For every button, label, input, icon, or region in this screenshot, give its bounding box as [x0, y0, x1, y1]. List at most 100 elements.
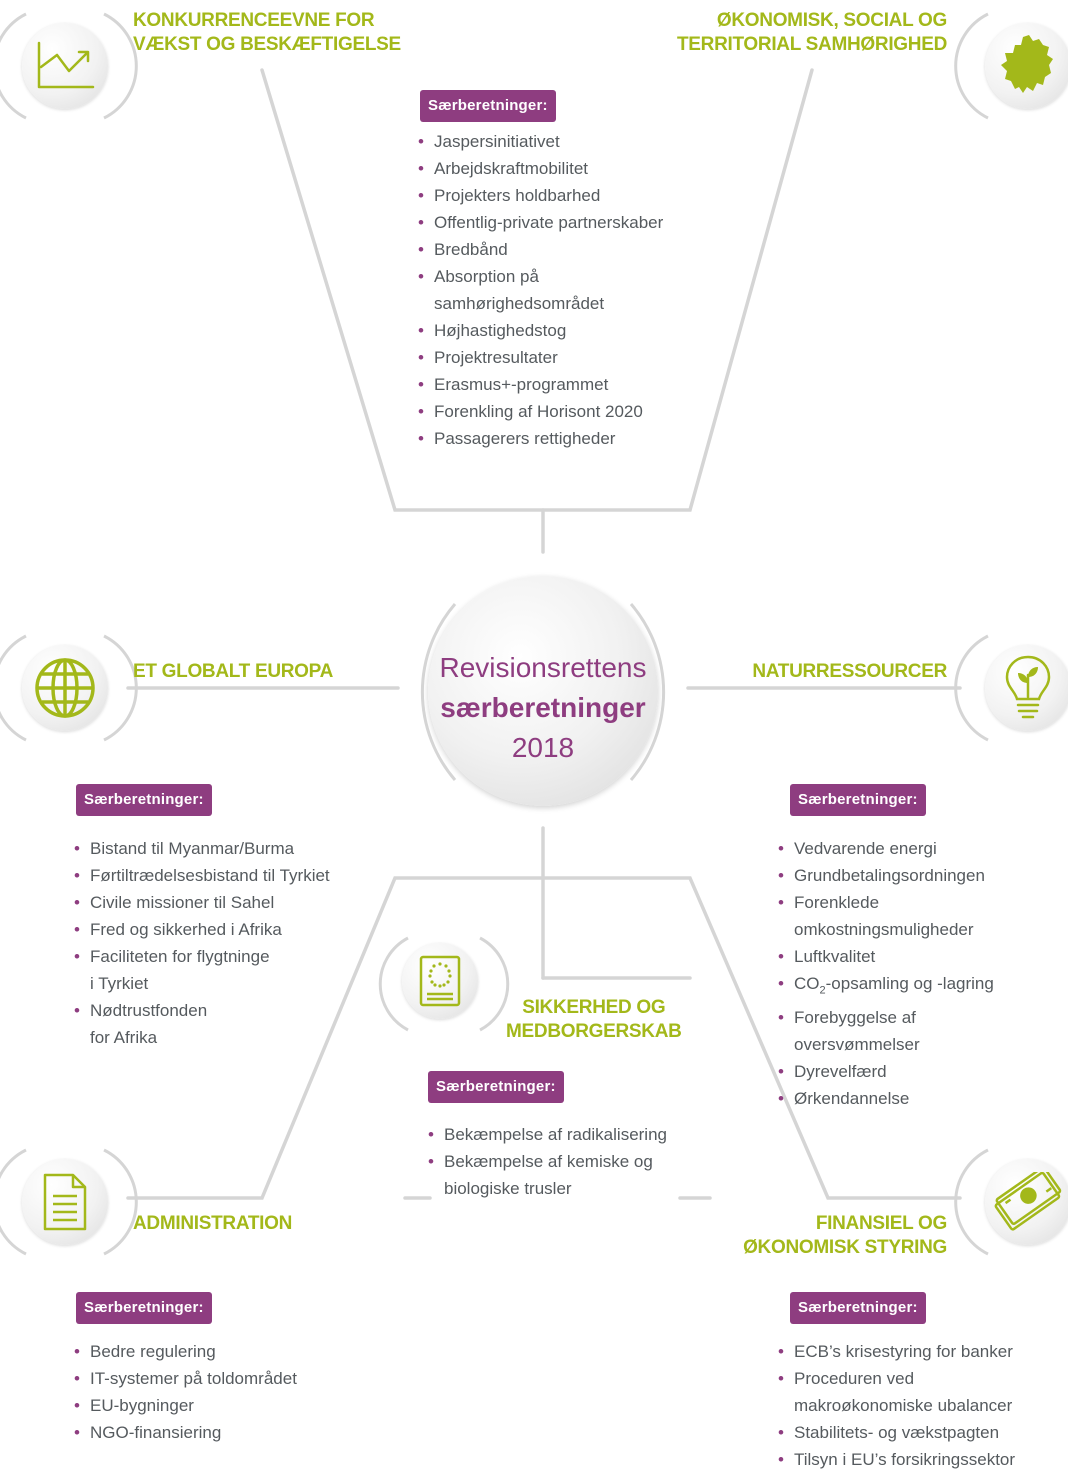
list-item: Offentlig-private partnerskaber [418, 209, 663, 236]
trend-chart-icon [22, 23, 108, 109]
icon-arc-bl2 [103, 1148, 138, 1256]
list-item: Jaspersinitiativet [418, 128, 663, 155]
cohesion-heading-line1: ØKONOMISK, SOCIAL OG [716, 10, 947, 31]
list-item: Bedre regulering [74, 1338, 297, 1365]
competitiveness-heading-line2: VÆKST OG BESKÆFTIGELSE [133, 34, 401, 55]
list-item-line: Forenklede [794, 893, 880, 912]
list-item: Førtiltrædelsesbistand til Tyrkiet [74, 862, 330, 889]
list-item: Luftkvalitet [778, 943, 994, 970]
list-item-line: biologiske trusler [444, 1179, 572, 1198]
list-item-line: oversvømmelser [794, 1035, 920, 1055]
list-item: Forenklede omkostningsmuligheder [778, 889, 994, 943]
security-reports-badge: Særberetninger: [428, 1071, 564, 1103]
trend-chart-icon-graphic [37, 41, 95, 89]
list-item: Tilsyn i EU’s forsikringssektor [778, 1446, 1015, 1473]
passport-icon [402, 943, 478, 1019]
globe-icon [22, 645, 108, 731]
icon-arc-bl [0, 1148, 27, 1256]
icon-arc-ml2 [103, 634, 138, 742]
global-heading: ET GLOBALT EUROPA [133, 661, 334, 682]
lightbulb-plant-icon [985, 645, 1068, 731]
list-item-line: Nødtrustfonden [90, 1001, 208, 1020]
globe-icon-graphic [35, 658, 95, 718]
list-item: Bistand til Myanmar/Burma [74, 835, 330, 862]
natural-reports-badge: Særberetninger: [790, 784, 926, 816]
list-item: Grundbetalingsordningen [778, 862, 994, 889]
cohesion-heading: ØKONOMISK, SOCIAL OG TERRITORIAL SAMHØRI… [677, 9, 947, 57]
icon-arc-ml [0, 634, 27, 742]
list-item: IT-systemer på toldområdet [74, 1365, 297, 1392]
list-item: ECB’s krisestyring for banker [778, 1338, 1015, 1365]
icon-arc-tl2 [103, 12, 138, 120]
list-item-line: Forebyggelse af [794, 1008, 916, 1028]
list-item: NGO-finansiering [74, 1419, 297, 1446]
banknotes-icon-graphic [994, 1172, 1062, 1231]
list-item: Arbejdskraftmobilitet [418, 155, 663, 182]
list-item: Dyrevelfærd [778, 1058, 994, 1085]
financial-reports-badge: Særberetninger: [790, 1292, 926, 1324]
document-icon [22, 1159, 108, 1245]
banknotes-icon [985, 1159, 1068, 1245]
administration-reports-badge: Særberetninger: [76, 1292, 212, 1324]
list-item: CO2-opsamling og -lagring [778, 970, 994, 1004]
list-item-line: Absorption på [434, 267, 539, 286]
center-title: Revisionsrettens særberetninger 2018 [428, 648, 658, 768]
list-item-line: for Afrika [90, 1028, 158, 1047]
list-item: EU-bygninger [74, 1392, 297, 1419]
competitiveness-heading: KONKURRENCEEVNE FOR VÆKST OG BESKÆFTIGEL… [133, 9, 401, 57]
document-icon-graphic [43, 1173, 87, 1231]
cohesion-heading-line2: TERRITORIAL SAMHØRIGHED [676, 34, 947, 55]
center-arc-right [629, 603, 666, 781]
list-item-line: makroøkonomiske ubalancer [794, 1396, 1013, 1415]
list-item: Fred og sikkerhed i Afrika [74, 916, 330, 943]
administration-heading: ADMINISTRATION [133, 1213, 293, 1234]
natural-reports-list: Vedvarende energi Grundbetalingsordninge… [778, 835, 994, 1112]
center-arc-left [420, 603, 457, 781]
list-item: Projektresultater [418, 344, 663, 371]
competitiveness-heading-line1: KONKURRENCEEVNE FOR [133, 10, 375, 31]
list-item-text: CO [794, 974, 820, 993]
bottom-frame-line [126, 876, 962, 1200]
center-title-line3: 2018 [511, 732, 575, 763]
list-item: Forebyggelse af oversvømmelser [778, 1004, 994, 1058]
passport-icon-graphic [419, 955, 461, 1007]
global-reports-badge: Særberetninger: [76, 784, 212, 816]
list-item-line: Faciliteten for flygtninge [90, 947, 270, 966]
financial-heading-line2: ØKONOMISK STYRING [743, 1237, 947, 1258]
icon-arc-sec [378, 936, 409, 1032]
financial-heading: FINANSIEL OG ØKONOMISK STYRING [743, 1212, 947, 1260]
icon-arc-tl [0, 12, 27, 120]
security-heading-line2: MEDBORGERSKAB [506, 1021, 682, 1042]
security-reports-list: Bekæmpelse af radikalisering Bekæmpelse … [428, 1121, 667, 1202]
list-item-line: omkostningsmuligheder [794, 920, 974, 939]
natural-heading: NATURRESSOURCER [752, 661, 947, 682]
financial-heading-line1: FINANSIEL OG [815, 1213, 947, 1234]
list-item: Projekters holdbarhed [418, 182, 663, 209]
center-circle: Revisionsrettens særberetninger 2018 [428, 576, 658, 806]
lightbulb-plant-icon-graphic [1005, 655, 1051, 719]
icon-arc-tr [954, 12, 989, 120]
icon-arc-mr [954, 634, 989, 742]
list-item-line: i Tyrkiet [90, 974, 149, 993]
list-item: Stabilitets- og vækstpagten [778, 1419, 1015, 1446]
icon-arc-br [954, 1148, 989, 1256]
list-item-line: Bekæmpelse af kemiske og [444, 1152, 653, 1171]
list-item: Bekæmpelse af radikalisering [428, 1121, 667, 1148]
icon-arc-sec2 [479, 936, 510, 1032]
list-item-line: Proceduren ved [794, 1369, 915, 1388]
list-item: Faciliteten for flygtninge i Tyrkiet [74, 943, 330, 997]
list-item: Vedvarende energi [778, 835, 994, 862]
list-item: Ørkendannelse [778, 1085, 994, 1112]
list-item: Forenkling af Horisont 2020 [418, 398, 663, 425]
europe-map-icon [985, 23, 1068, 109]
list-item: Højhastighedstog [418, 317, 663, 344]
security-heading-line1: SIKKERHED OG [522, 997, 666, 1018]
list-item: Proceduren ved makroøkonomiske ubalancer [778, 1365, 1015, 1419]
list-item: Bekæmpelse af kemiske og biologiske trusl… [428, 1148, 667, 1202]
list-item-text: -opsamling og -lagring [825, 974, 994, 993]
security-heading: SIKKERHED OG MEDBORGERSKAB [506, 996, 682, 1044]
list-item: Nødtrustfonden for Afrika [74, 997, 330, 1051]
administration-reports-list: Bedre regulering IT-systemer på toldområ… [74, 1338, 297, 1446]
